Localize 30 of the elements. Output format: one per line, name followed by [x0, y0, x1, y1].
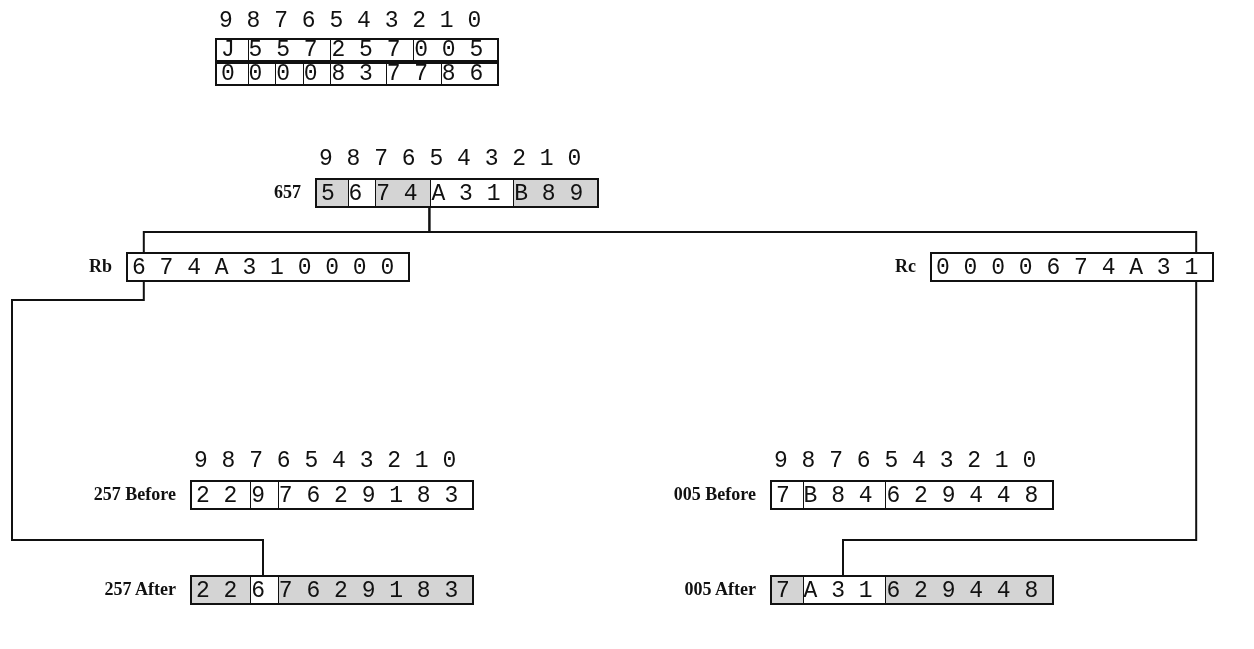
register-label: 257 After — [104, 579, 176, 600]
register-box — [770, 480, 1054, 510]
digit-position-numbers: 9 8 7 6 5 4 3 2 1 0 — [319, 146, 582, 172]
digit-position-numbers: 9 8 7 6 5 4 3 2 1 0 — [194, 448, 457, 474]
register-digits: 7 A 3 1 6 2 9 4 4 8 — [776, 578, 1039, 604]
connector-line — [11, 281, 264, 576]
register-label: Rb — [89, 256, 112, 277]
register-digits: 0 0 0 0 8 3 7 7 8 6 — [221, 62, 484, 86]
register-label: Rc — [895, 256, 916, 277]
register-box — [930, 252, 1214, 282]
register-box — [190, 480, 474, 510]
register-digits: 6 7 4 A 3 1 0 0 0 0 — [132, 255, 395, 281]
digit-position-numbers: 9 8 7 6 5 4 3 2 1 0 — [774, 448, 1037, 474]
register-box — [315, 178, 599, 208]
register-label: 257 Before — [93, 484, 176, 505]
register-digits: 5 6 7 4 A 3 1 B 8 9 — [321, 181, 584, 207]
register-digits: 2 2 6 7 6 2 9 1 8 3 — [196, 578, 459, 604]
register-label: 657 — [274, 182, 301, 203]
register-box — [770, 575, 1054, 605]
connector-line — [842, 281, 1198, 576]
register-label: 005 Before — [673, 484, 756, 505]
register-digits: 2 2 9 7 6 2 9 1 8 3 — [196, 483, 459, 509]
digit-position-numbers: 9 8 7 6 5 4 3 2 1 0 — [219, 8, 482, 34]
register-digits: J 5 5 7 2 5 7 0 0 5 — [221, 38, 484, 62]
register-box — [126, 252, 410, 282]
register-digits: 7 B 8 4 6 2 9 4 4 8 — [776, 483, 1039, 509]
register-label: 005 After — [684, 579, 756, 600]
register-box — [190, 575, 474, 605]
register-digits: 0 0 0 0 6 7 4 A 3 1 — [936, 255, 1199, 281]
connector-line — [428, 207, 1198, 253]
